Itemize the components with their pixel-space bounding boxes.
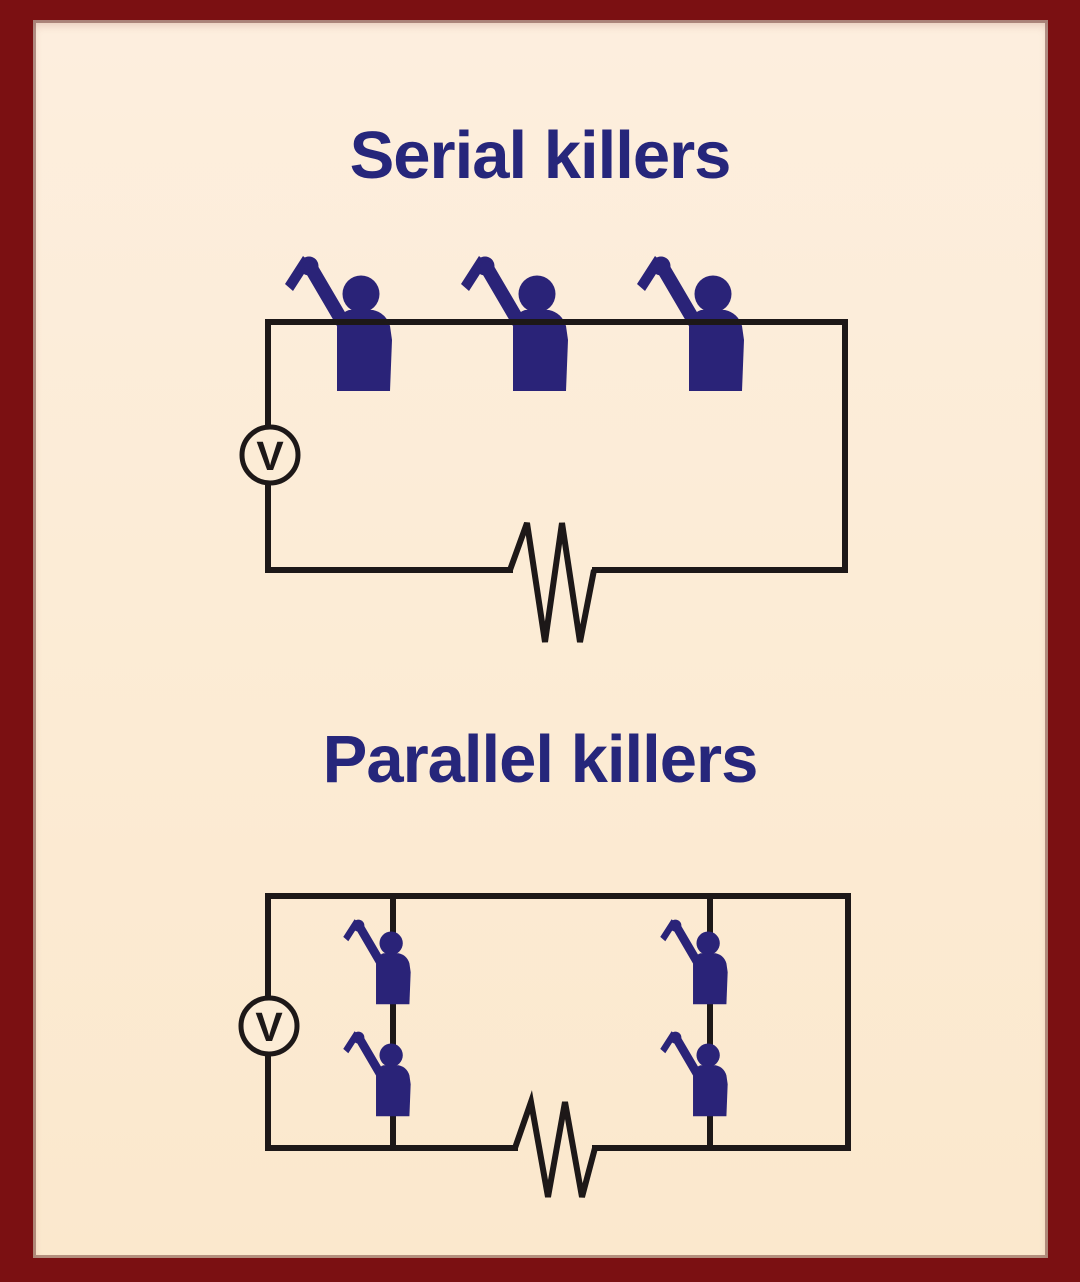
parallel-section-title: Parallel killers xyxy=(322,722,759,797)
serial-section-title: Serial killers xyxy=(349,118,732,193)
meme-panel xyxy=(33,20,1048,1258)
